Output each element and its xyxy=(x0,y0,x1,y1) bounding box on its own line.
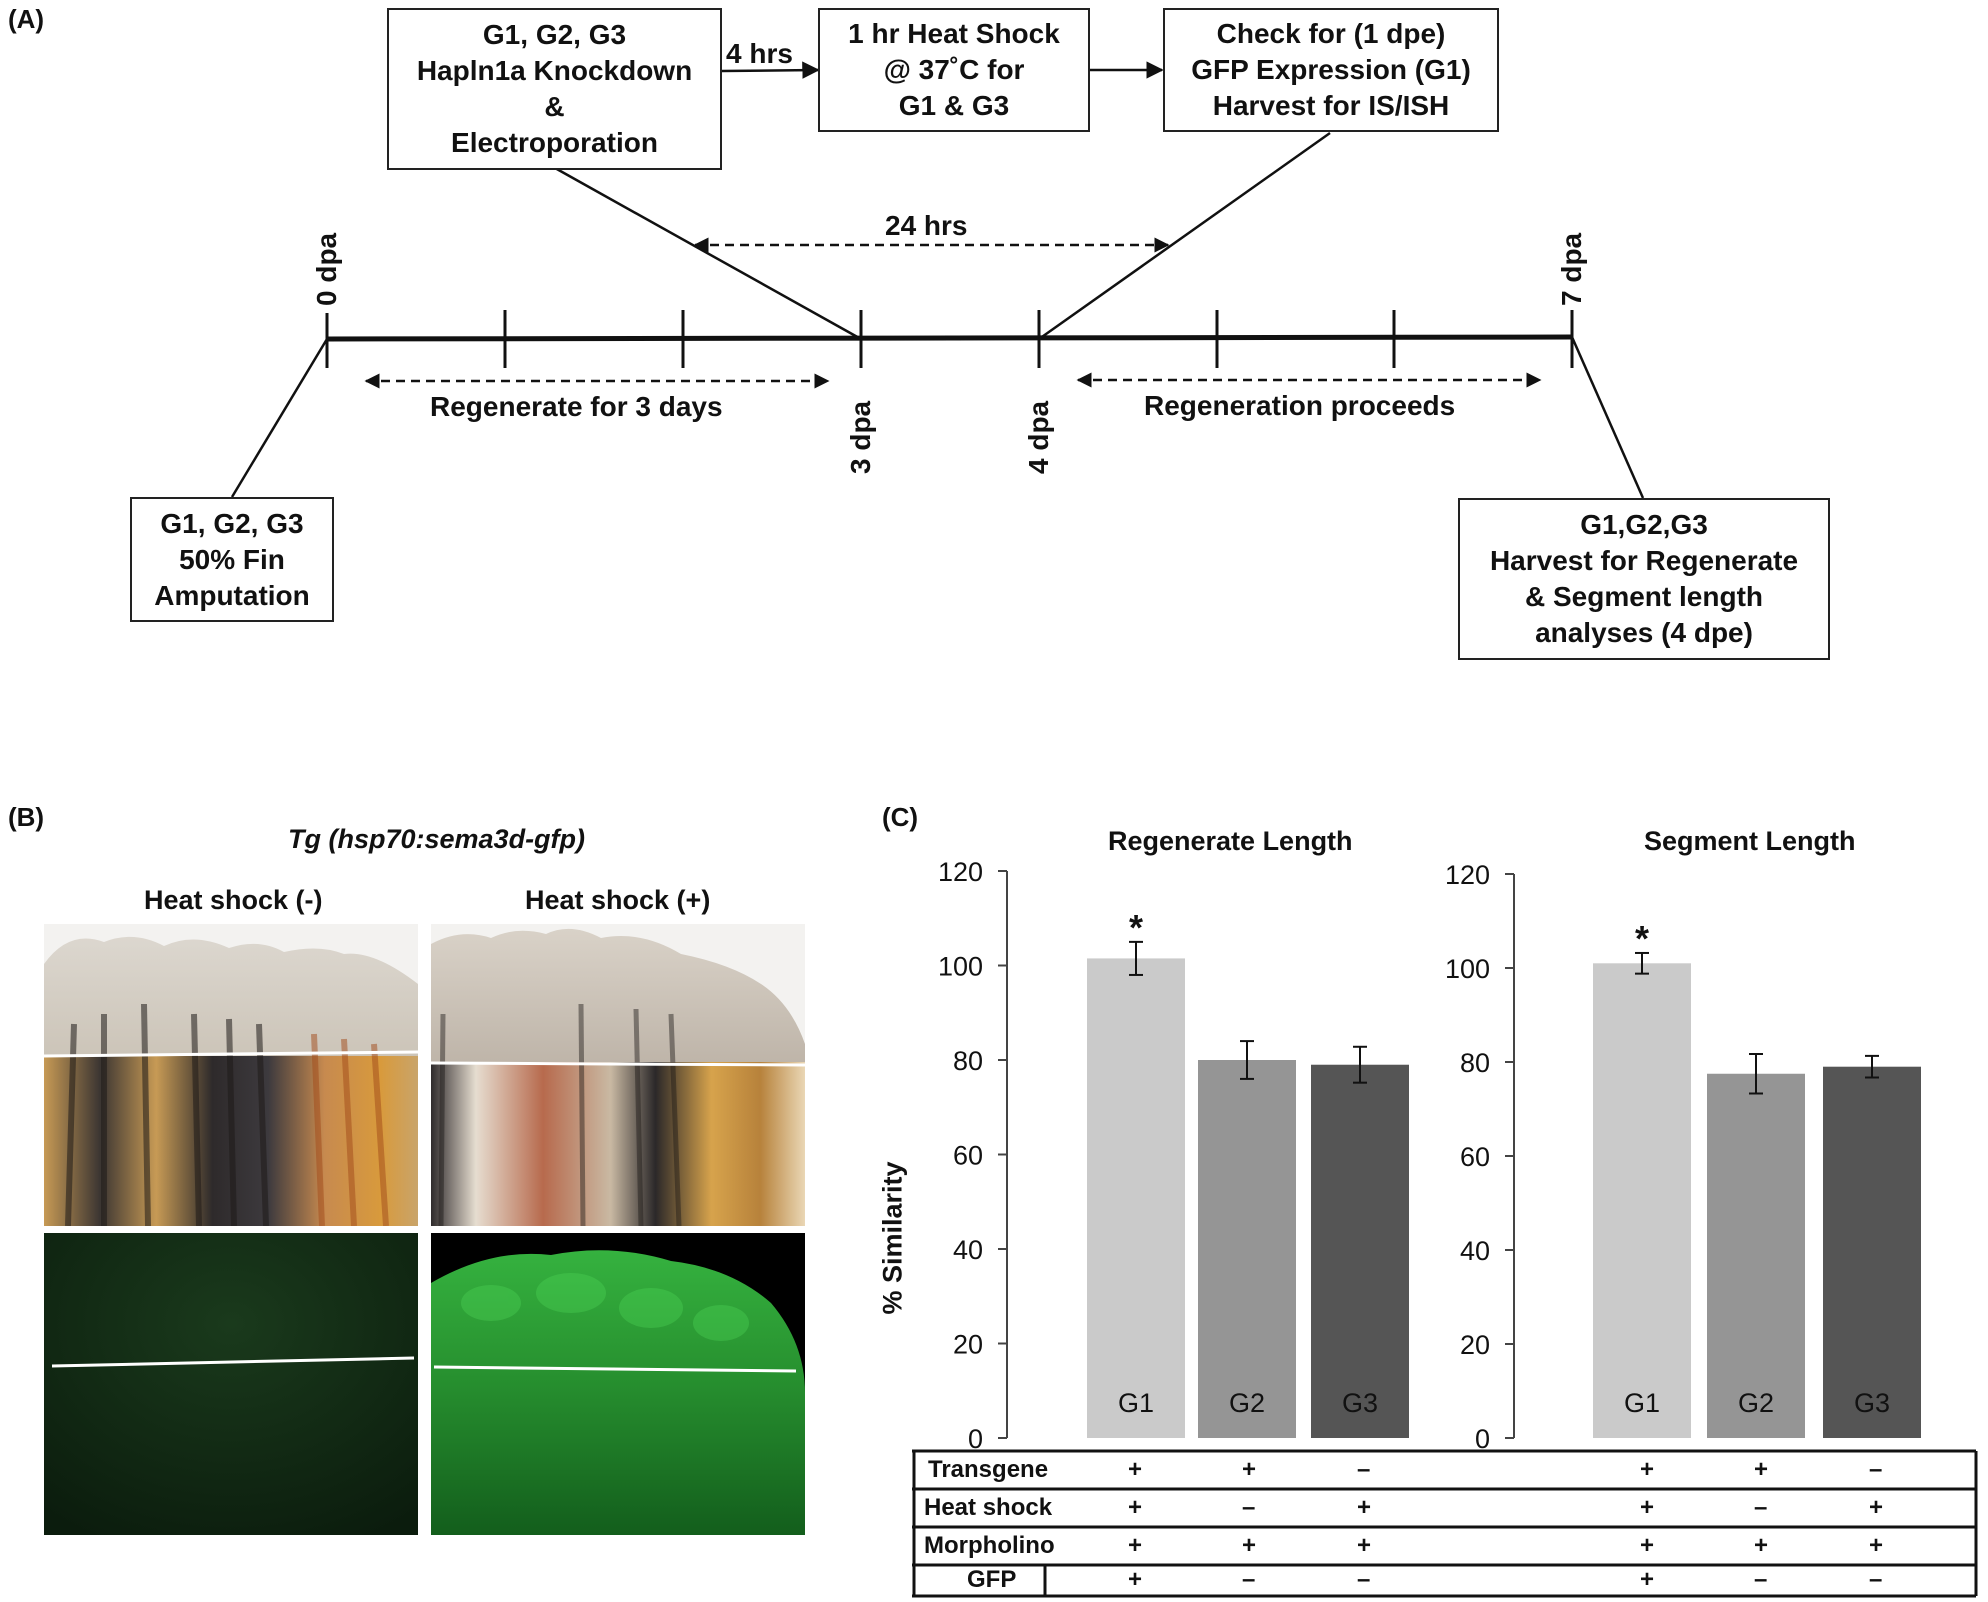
bar-label-g3: G3 xyxy=(1854,1388,1890,1418)
sign-regenerate-r3-c2: – xyxy=(1357,1566,1371,1593)
panel-b-title: Tg (hsp70:sema3d-gfp) xyxy=(288,824,586,854)
amputation-box: G1, G2, G3 50% Fin Amputation xyxy=(130,497,334,622)
panel-c-label: (C) xyxy=(882,802,919,832)
check-box: Check for (1 dpe) GFP Expression (G1) Ha… xyxy=(1163,8,1499,132)
row-label-morpholino: Morpholino xyxy=(924,1532,1055,1559)
knockdown-box: G1, G2, G3 Hapln1a Knockdown & Electropo… xyxy=(387,8,722,170)
y-tick-label: 80 xyxy=(1460,1048,1490,1078)
chart-segment-length: 0 20 40 60 80 100 120 * G1 G2 G3 xyxy=(1445,860,1921,1454)
chart-regenerate-length: 0 20 40 60 80 100 120 * G1 G2 G3 xyxy=(938,857,1409,1454)
significance-marker: * xyxy=(1635,918,1649,959)
col-heatshock-plus: Heat shock (+) xyxy=(525,885,711,915)
y-tick-label: 120 xyxy=(1445,860,1490,890)
sign-segment-r1-c0: + xyxy=(1640,1494,1655,1521)
connector-harvest xyxy=(1570,336,1645,499)
sign-regenerate-r1-c0: + xyxy=(1128,1494,1143,1521)
bar-label-g2: G2 xyxy=(1738,1388,1774,1418)
condition-table-grid xyxy=(912,1449,1978,1598)
row-label-gfp: GFP xyxy=(967,1566,1017,1593)
connector-amputation xyxy=(230,338,329,498)
y-tick-label: 40 xyxy=(953,1235,983,1265)
brightfield-image-heatshock-plus xyxy=(431,924,805,1226)
harvest-box: G1,G2,G3 Harvest for Regenerate & Segmen… xyxy=(1458,498,1830,660)
sign-segment-r1-c1: – xyxy=(1754,1494,1768,1521)
row-label-heatshock: Heat shock xyxy=(924,1494,1053,1521)
arrow-4hrs xyxy=(721,61,820,79)
row-label-transgene: Transgene xyxy=(928,1456,1049,1483)
y-tick-label: 40 xyxy=(1460,1236,1490,1266)
bar-g1 xyxy=(1593,963,1691,1438)
sign-segment-r2-c0: + xyxy=(1640,1532,1655,1559)
bar-g3 xyxy=(1311,1064,1409,1438)
sign-regenerate-r1-c2: + xyxy=(1357,1494,1372,1521)
sign-regenerate-r2-c1: + xyxy=(1242,1532,1257,1559)
amputation-line xyxy=(433,1365,797,1373)
y-tick-label: 100 xyxy=(1445,954,1490,984)
heatshock-box: 1 hr Heat Shock @ 37˚C for G1 & G3 xyxy=(818,8,1090,132)
bar-g2 xyxy=(1707,1073,1805,1438)
y-tick-label: 0 xyxy=(1475,1424,1490,1454)
col-heatshock-minus: Heat shock (-) xyxy=(144,885,323,915)
significance-marker: * xyxy=(1129,907,1143,948)
panel-b-label: (B) xyxy=(8,802,45,832)
panel-a-label: (A) xyxy=(8,4,45,34)
y-tick-label: 0 xyxy=(968,1424,983,1454)
sign-segment-r3-c1: – xyxy=(1754,1566,1768,1593)
sign-regenerate-r3-c1: – xyxy=(1242,1566,1256,1593)
timeline-lines xyxy=(230,61,1645,499)
sign-segment-r0-c2: – xyxy=(1869,1456,1883,1483)
sign-regenerate-r2-c2: + xyxy=(1357,1532,1372,1559)
sign-segment-r2-c1: + xyxy=(1754,1532,1769,1559)
timeline-axis xyxy=(326,334,1573,342)
sign-regenerate-r3-c0: + xyxy=(1128,1566,1143,1593)
sign-regenerate-r2-c0: + xyxy=(1128,1532,1143,1559)
amputation-line xyxy=(431,1061,805,1067)
sign-segment-r0-c1: + xyxy=(1754,1456,1769,1483)
bar-g2 xyxy=(1198,1060,1296,1438)
y-tick-label: 20 xyxy=(1460,1330,1490,1360)
label-24hrs: 24 hrs xyxy=(885,210,968,241)
bar-label-g2: G2 xyxy=(1229,1388,1265,1418)
amputation-line xyxy=(44,1050,418,1058)
amputation-line xyxy=(51,1356,415,1368)
fluorescence-image-heatshock-minus xyxy=(44,1233,418,1535)
chart-title-segment: Segment Length xyxy=(1644,826,1856,856)
sign-segment-r0-c0: + xyxy=(1640,1456,1655,1483)
sign-regenerate-r0-c0: + xyxy=(1128,1456,1143,1483)
y-tick-label: 60 xyxy=(953,1141,983,1171)
y-tick-label: 100 xyxy=(938,952,983,982)
sign-regenerate-r0-c2: – xyxy=(1357,1456,1371,1483)
sign-regenerate-r1-c1: – xyxy=(1242,1494,1256,1521)
bar-label-g1: G1 xyxy=(1118,1388,1154,1418)
y-tick-label: 20 xyxy=(953,1330,983,1360)
y-tick-label: 60 xyxy=(1460,1142,1490,1172)
sign-regenerate-r0-c1: + xyxy=(1242,1456,1257,1483)
y-tick-label: 80 xyxy=(953,1046,983,1076)
fluorescence-image-heatshock-plus xyxy=(431,1233,805,1535)
bar-g3 xyxy=(1823,1066,1921,1438)
sign-segment-r3-c0: + xyxy=(1640,1566,1655,1593)
bar-g1 xyxy=(1087,958,1185,1438)
label-regenerate-3-days: Regenerate for 3 days xyxy=(430,391,723,422)
sign-segment-r1-c2: + xyxy=(1869,1494,1884,1521)
label-regeneration-proceeds: Regeneration proceeds xyxy=(1144,390,1456,421)
sign-segment-r2-c2: + xyxy=(1869,1532,1884,1559)
brightfield-image-heatshock-minus xyxy=(44,924,418,1226)
bar-label-g1: G1 xyxy=(1624,1388,1660,1418)
connector-knockdown xyxy=(554,166,862,341)
y-tick-label: 120 xyxy=(938,857,983,887)
label-4hrs: 4 hrs xyxy=(726,38,793,69)
bar-label-g3: G3 xyxy=(1342,1388,1378,1418)
sign-segment-r3-c2: – xyxy=(1869,1566,1883,1593)
chart-title-regenerate: Regenerate Length xyxy=(1108,826,1353,856)
connector-check xyxy=(1038,131,1331,341)
